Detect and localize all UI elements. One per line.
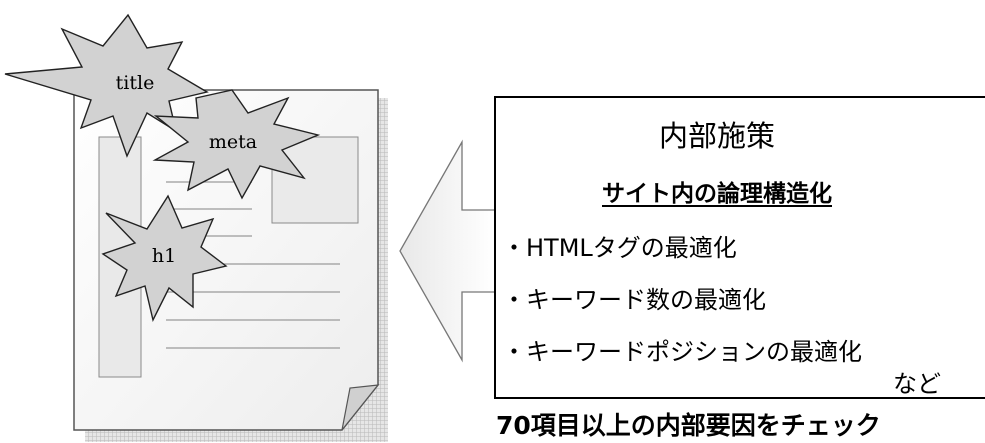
left-arrow-shape bbox=[399, 139, 494, 363]
bullet-item: ・キーワード数の最適化 bbox=[502, 286, 766, 314]
title-tag-label: title bbox=[116, 72, 155, 94]
footer-caption: 70項目以上の内部要因をチェック bbox=[496, 411, 881, 440]
page-image-block bbox=[271, 136, 359, 224]
meta-tag-label: meta bbox=[209, 131, 257, 153]
internal-measures-box: 内部施策 サイト内の論理構造化 ・HTMLタグの最適化 ・キーワード数の最適化 … bbox=[494, 96, 985, 399]
h1-tag-label: h1 bbox=[152, 245, 176, 267]
bullet-item: ・キーワードポジションの最適化 bbox=[502, 338, 862, 366]
box-subheading: サイト内の論理構造化 bbox=[602, 181, 832, 207]
title-starburst: title bbox=[4, 13, 209, 158]
meta-starburst: meta bbox=[152, 89, 321, 200]
bullet-item: ・HTMLタグの最適化 bbox=[502, 234, 737, 262]
box-heading: 内部施策 bbox=[658, 119, 775, 153]
box-etc-label: など bbox=[893, 370, 941, 398]
h1-starburst: h1 bbox=[101, 194, 228, 323]
